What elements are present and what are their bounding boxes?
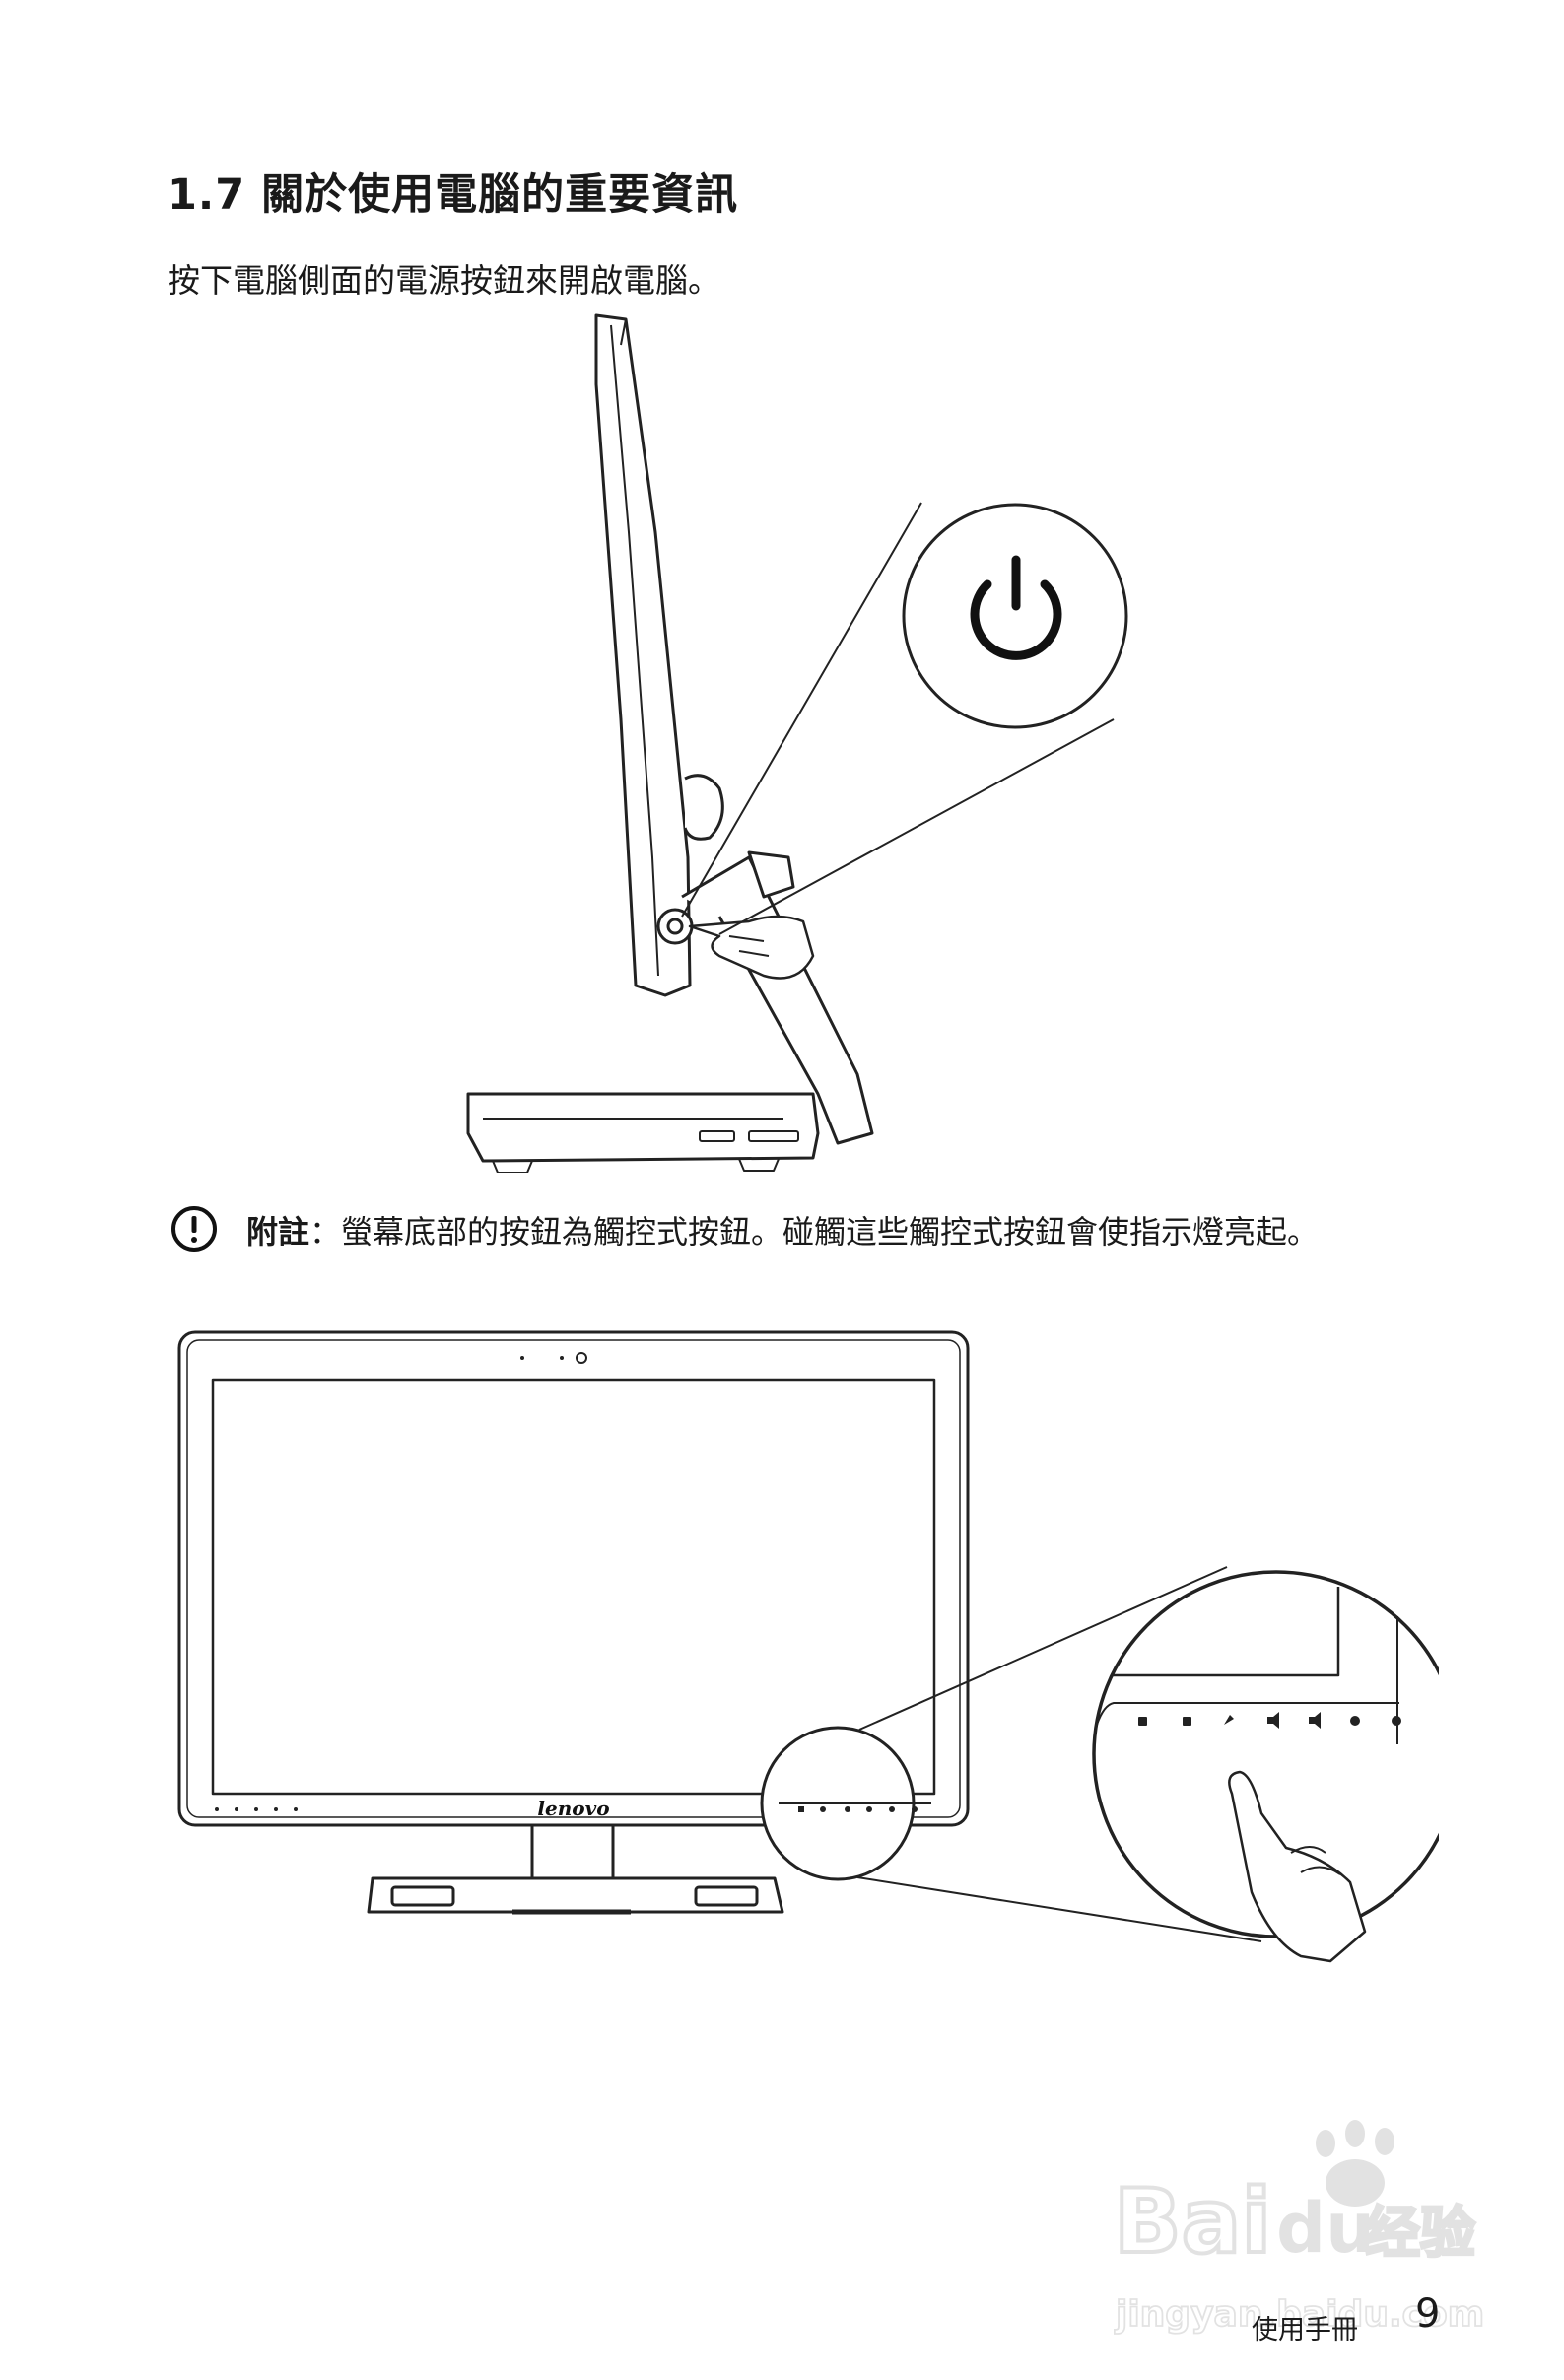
warning-icon [171,1206,217,1252]
intro-paragraph: 按下電腦側面的電源按鈕來開啟電腦。 [168,261,720,300]
button-icon [1224,1715,1234,1725]
note-label: 附註 [246,1213,310,1251]
lenovo-logo: lenovo [537,1797,609,1820]
page-number: 9 [1415,2291,1441,2337]
baidu-watermark: Bai du 经验 jingyan.baidu.com [1114,2120,1485,2336]
watermark-brand-cn: 经验 [1365,2202,1475,2266]
note-separator: ： [309,1213,342,1251]
footer-label: 使用手冊 [1252,2315,1358,2346]
section-heading: 1.7 關於使用電腦的重要資訊 [168,170,739,220]
volume-icon [1309,1712,1321,1729]
watermark-url: jingyan.baidu.com [1114,2294,1484,2335]
button-icon [1183,1717,1191,1726]
brightness-icon [1392,1716,1401,1726]
note-paragraph: 附註：螢幕底部的按鈕為觸控式按鈕。碰觸這些觸控式按鈕會使指示燈亮起。 [246,1208,1380,1256]
watermark-brand: Bai [1114,2170,1271,2274]
brightness-icon [1350,1716,1360,1726]
side-view-illustration [466,313,1128,1173]
watermark-brand-du: du [1276,2188,1375,2269]
volume-icon [1267,1712,1279,1729]
button-icon [1138,1717,1147,1726]
power-icon [970,555,1062,660]
front-view-illustration: lenovo [177,1330,1439,1963]
note-text: 螢幕底部的按鈕為觸控式按鈕。碰觸這些觸控式按鈕會使指示燈亮起。 [341,1213,1320,1251]
